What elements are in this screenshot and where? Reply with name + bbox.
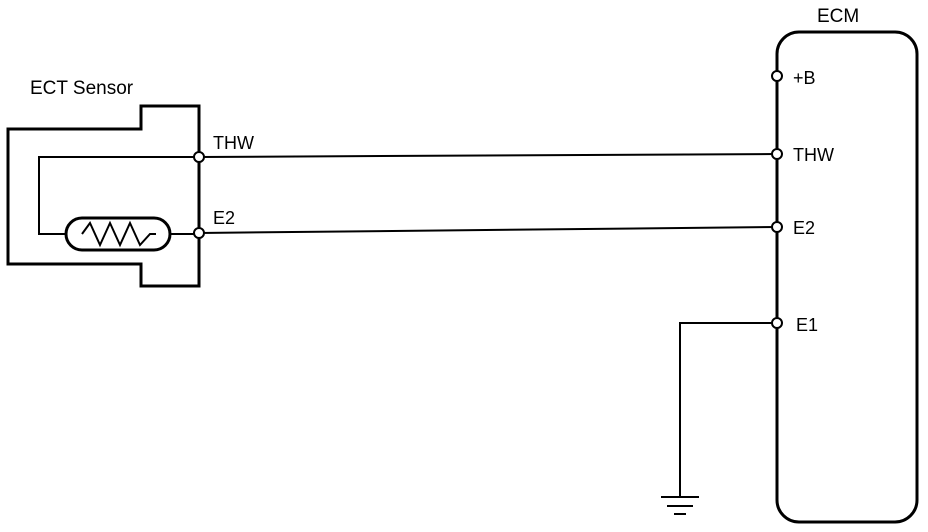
ground-icon — [661, 496, 699, 515]
ecm-e2-terminal — [771, 221, 783, 233]
ecm-thw-terminal — [771, 148, 783, 160]
sensor-thw-terminal — [193, 151, 205, 163]
ecm-pin-e2-label: E2 — [793, 218, 815, 238]
thw-wire — [198, 153, 778, 158]
ect-sensor-housing — [6, 104, 201, 288]
thermistor-body — [64, 216, 172, 252]
e1-ground-wire — [679, 322, 777, 496]
ecm-b-terminal — [771, 70, 783, 82]
sensor-e2-terminal — [193, 227, 205, 239]
ecm-pin-thw-label: THW — [793, 145, 834, 165]
ecm-pin-e1-label: E1 — [796, 315, 818, 335]
ecm-box — [775, 30, 919, 524]
thermistor-element — [81, 220, 156, 248]
e2-wire — [198, 226, 778, 234]
ecm-pin-b-label: +B — [793, 68, 816, 88]
sensor-pin-e2-label: E2 — [213, 208, 235, 228]
ecm-e1-terminal — [771, 317, 783, 329]
sensor-pin-thw-label: THW — [213, 133, 254, 153]
ecm-title: ECM — [817, 6, 859, 27]
sensor-internal-loop — [38, 156, 199, 235]
ect-sensor-title: ECT Sensor — [30, 78, 134, 99]
